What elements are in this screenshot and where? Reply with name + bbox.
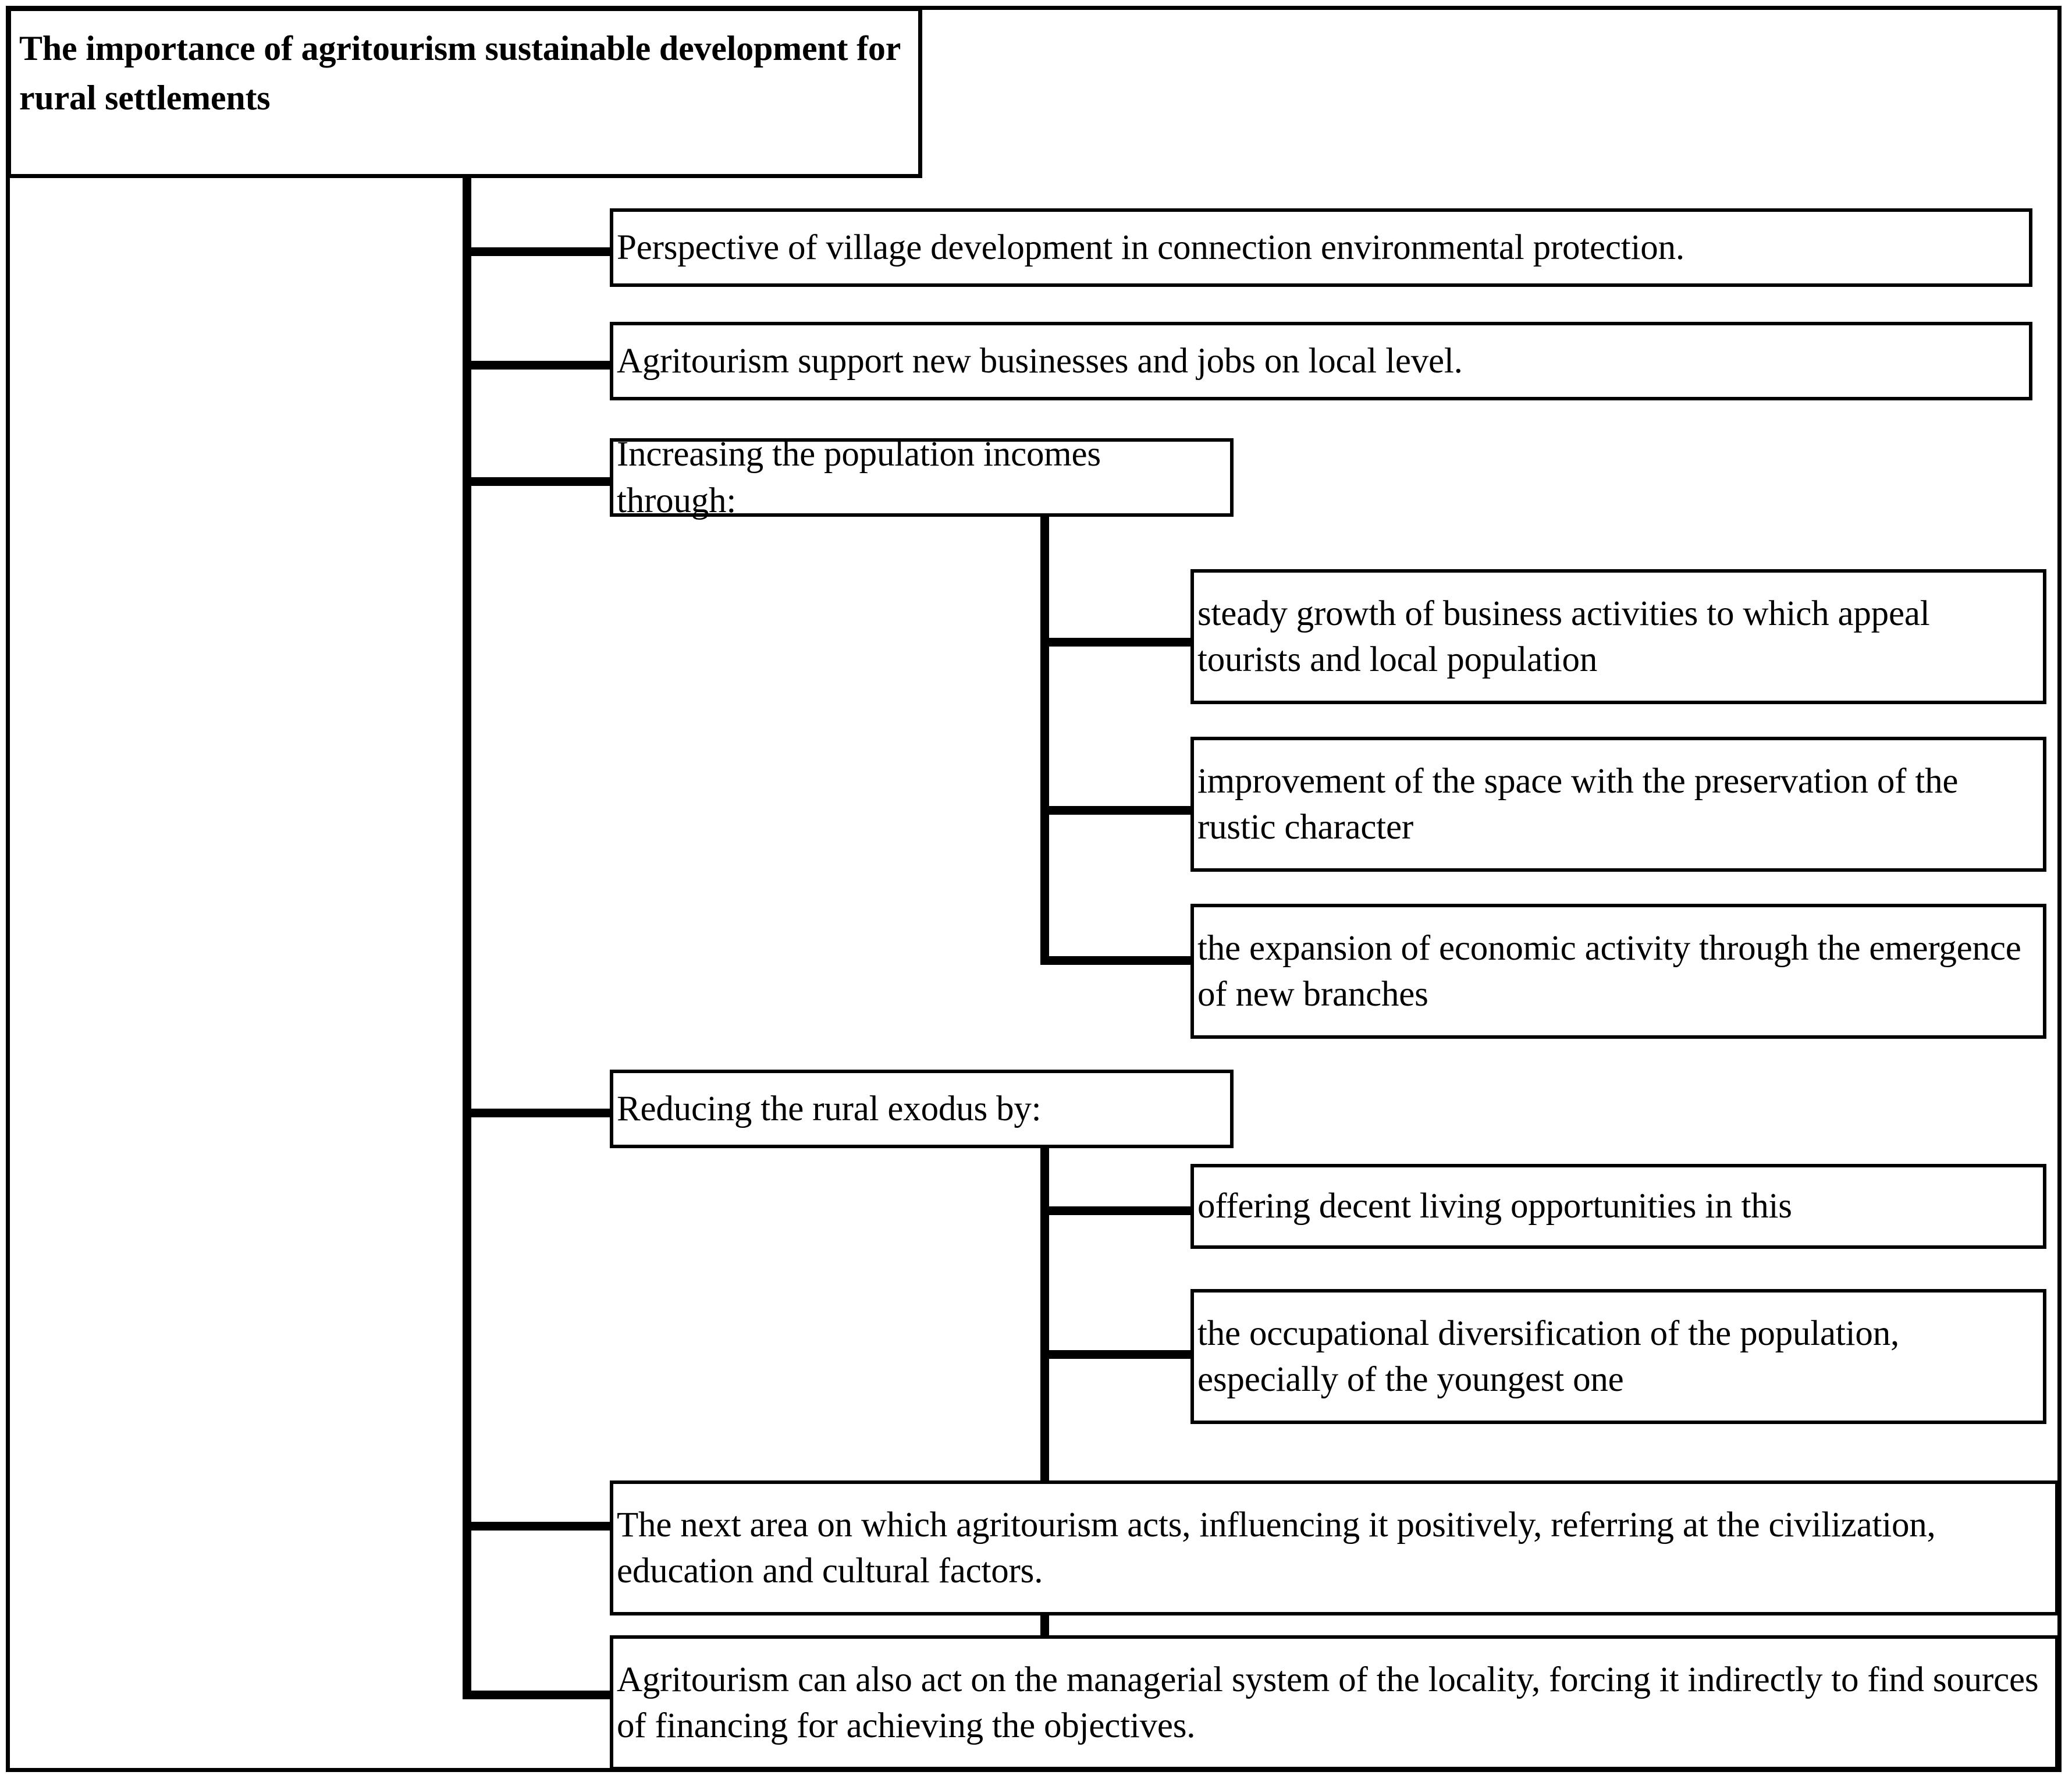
branch-node-1-label: Perspective of village development in co… bbox=[617, 228, 1684, 267]
connector-root-to-branch-4 bbox=[463, 1109, 615, 1117]
root-node: The importance of agritourism sustainabl… bbox=[7, 7, 922, 178]
connector-root-to-branch-6 bbox=[463, 1691, 615, 1699]
connector-root-to-branch-3 bbox=[463, 477, 615, 486]
child-node-3-1-label: steady growth of business activities to … bbox=[1197, 594, 1930, 679]
connector-branch4-to-child-2 bbox=[1040, 1350, 1197, 1359]
connector-branch3-to-child-1 bbox=[1040, 638, 1197, 647]
child-node-3-2: improvement of the space with the preser… bbox=[1190, 737, 2046, 872]
child-node-3-2-label: improvement of the space with the preser… bbox=[1197, 761, 1959, 847]
connector-branch3-to-child-2 bbox=[1040, 806, 1197, 815]
branch-node-1: Perspective of village development in co… bbox=[610, 208, 2032, 287]
connector-root-to-branch-5 bbox=[463, 1522, 615, 1531]
subtrunk-line-branch-3 bbox=[1040, 514, 1049, 965]
branch-node-4: Reducing the rural exodus by: bbox=[610, 1070, 1234, 1148]
child-node-3-3-label: the expansion of economic activity throu… bbox=[1197, 928, 2021, 1014]
child-node-3-1: steady growth of business activities to … bbox=[1190, 569, 2046, 704]
root-node-label: The importance of agritourism sustainabl… bbox=[19, 29, 901, 118]
branch-node-6: Agritourism can also act on the manageri… bbox=[610, 1635, 2059, 1770]
child-node-4-2: the occupational diversification of the … bbox=[1190, 1289, 2046, 1424]
connector-branch4-to-child-1 bbox=[1040, 1206, 1197, 1215]
branch-node-2: Agritourism support new businesses and j… bbox=[610, 322, 2032, 400]
branch-node-5: The next area on which agritourism acts,… bbox=[610, 1480, 2059, 1615]
branch-node-4-label: Reducing the rural exodus by: bbox=[617, 1089, 1042, 1128]
connector-branch3-to-child-3 bbox=[1040, 956, 1197, 965]
child-node-3-3: the expansion of economic activity throu… bbox=[1190, 904, 2046, 1039]
main-trunk-line bbox=[463, 175, 471, 1697]
child-node-4-1: offering decent living opportunities in … bbox=[1190, 1164, 2046, 1249]
branch-node-3-label: Increasing the population incomes throug… bbox=[617, 435, 1101, 520]
branch-node-6-label: Agritourism can also act on the manageri… bbox=[617, 1660, 2039, 1745]
connector-root-to-branch-2 bbox=[463, 361, 615, 370]
child-node-4-2-label: the occupational diversification of the … bbox=[1197, 1313, 1900, 1399]
branch-node-2-label: Agritourism support new businesses and j… bbox=[617, 341, 1463, 381]
child-node-4-1-label: offering decent living opportunities in … bbox=[1197, 1187, 1792, 1226]
branch-node-5-label: The next area on which agritourism acts,… bbox=[617, 1505, 1936, 1590]
branch-node-3: Increasing the population incomes throug… bbox=[610, 435, 1234, 520]
connector-root-to-branch-1 bbox=[463, 247, 615, 256]
